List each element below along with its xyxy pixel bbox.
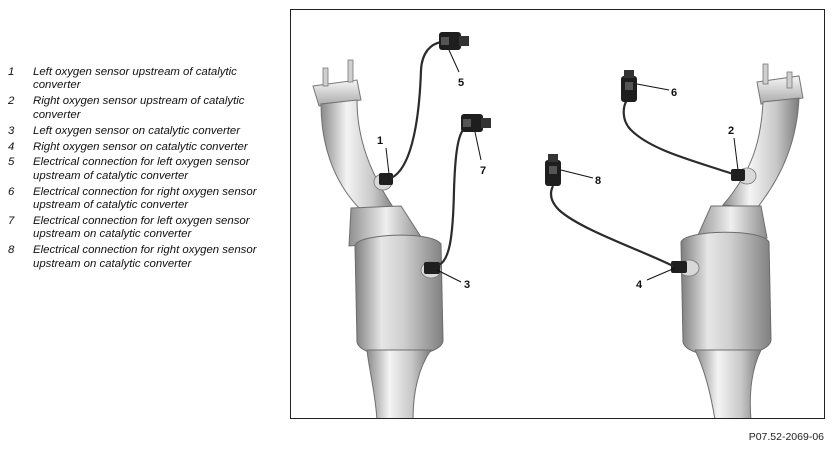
callout-5: 5 <box>458 77 464 89</box>
callout-3: 3 <box>464 279 470 291</box>
legend-text: Electrical connection for left oxygen se… <box>33 215 250 241</box>
legend-number: 5 <box>8 156 15 169</box>
legend-number: 8 <box>8 244 15 257</box>
legend-text: Electrical connection for left oxygen se… <box>33 156 250 182</box>
legend-item: 4 Right oxygen sensor on catalytic conve… <box>8 141 278 154</box>
right-upstream-oxygen-sensor <box>622 99 745 181</box>
legend-text: Left oxygen sensor on catalytic converte… <box>33 124 241 137</box>
legend-number: 7 <box>8 215 15 228</box>
legend-item: 8 Electrical connection for right oxygen… <box>8 244 278 271</box>
callout-2: 2 <box>728 125 734 137</box>
legend-text: Right oxygen sensor upstream of catalyti… <box>33 95 245 121</box>
legend-item: 3 Left oxygen sensor on catalytic conver… <box>8 125 278 138</box>
legend-item: 5 Electrical connection for left oxygen … <box>8 156 278 183</box>
legend-text: Right oxygen sensor on catalytic convert… <box>33 140 248 153</box>
legend-item: 2 Right oxygen sensor upstream of cataly… <box>8 95 278 122</box>
exhaust-illustration: 1 2 3 4 5 6 7 8 <box>312 32 804 418</box>
right-oxygen-sensor-on-catalytic-converter <box>549 185 687 273</box>
legend-text: Electrical connection for right oxygen s… <box>33 185 257 212</box>
illustration-frame: 1 2 3 4 5 6 7 8 <box>290 9 825 419</box>
right-exhaust-assembly <box>678 63 804 418</box>
connector-7 <box>461 114 491 132</box>
callout-1: 1 <box>377 135 383 147</box>
legend-text: Left oxygen sensor upstream of catalytic… <box>33 66 237 92</box>
legend-item: 1 Left oxygen sensor upstream of catalyt… <box>8 66 278 93</box>
figure-reference: P07.52-2069-06 <box>748 431 824 443</box>
legend-number: 2 <box>8 95 15 108</box>
legend-number: 1 <box>8 66 15 78</box>
legend-number: 4 <box>8 140 15 153</box>
callout-7: 7 <box>480 165 486 177</box>
legend-number: 6 <box>8 185 15 198</box>
left-upstream-oxygen-sensor <box>379 40 442 185</box>
legend-number: 3 <box>8 124 15 137</box>
callout-4: 4 <box>636 279 643 291</box>
left-oxygen-sensor-on-catalytic-converter <box>424 129 464 274</box>
legend-item: 6 Electrical connection for right oxygen… <box>8 186 278 213</box>
connector-5 <box>439 32 469 50</box>
left-exhaust-assembly <box>312 59 444 418</box>
callout-leaders <box>385 49 739 283</box>
connector-8 <box>545 154 561 186</box>
legend-item: 7 Electrical connection for left oxygen … <box>8 215 278 242</box>
legend-text: Electrical connection for right oxygen s… <box>33 244 257 270</box>
callout-6: 6 <box>671 87 677 99</box>
legend-list: 1 Left oxygen sensor upstream of catalyt… <box>8 66 278 274</box>
callout-8: 8 <box>595 175 601 187</box>
connector-6 <box>621 70 637 102</box>
